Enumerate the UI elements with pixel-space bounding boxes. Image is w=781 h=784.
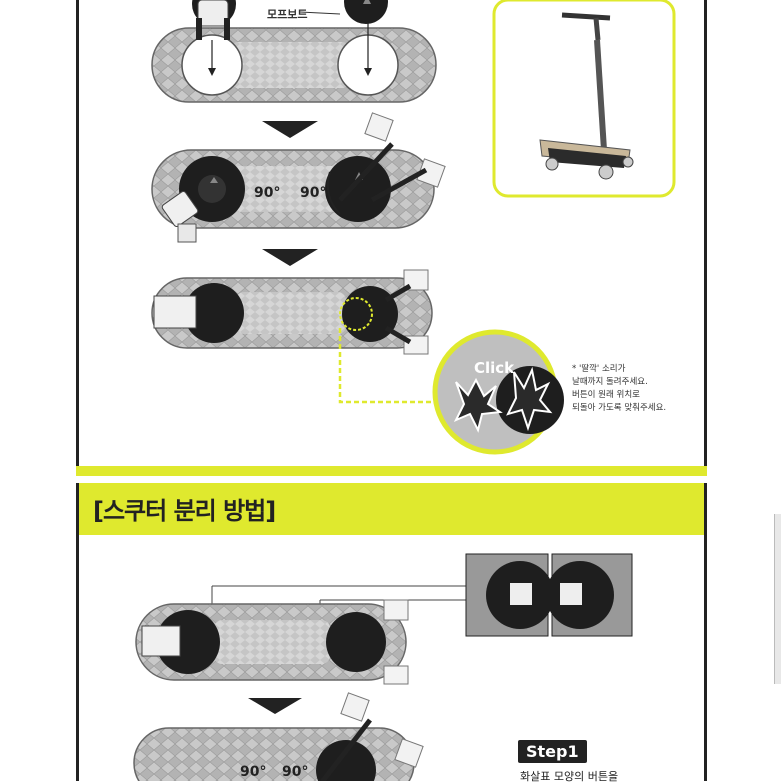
board-step-3 xyxy=(151,269,436,404)
arrow-down-icon xyxy=(262,121,318,138)
step-description: 화살표 모양의 버튼을 xyxy=(520,770,619,783)
note-line: * '딸깍' 소리가 xyxy=(572,364,626,374)
board-separate-step-2: 90° 90° xyxy=(133,692,424,781)
accent-band xyxy=(76,466,707,476)
click-note: * '딸깍' 소리가 날때까지 돌려주세요. 버튼이 원래 위치로 되돌아 가도… xyxy=(572,363,692,415)
angle-label-right: 90° xyxy=(282,764,308,780)
scrollbar[interactable] xyxy=(774,514,781,684)
board-step-2: 90° 90° xyxy=(151,112,446,243)
note-line: 되돌아 가도록 맞춰주세요. xyxy=(572,403,667,413)
arrow-down-icon xyxy=(248,698,302,714)
scooter-image xyxy=(492,0,676,198)
section-title: [스쿠터 분리 방법] xyxy=(93,497,276,525)
section-header: [스쿠터 분리 방법] xyxy=(76,483,707,535)
detail-photos xyxy=(211,553,633,637)
note-line: 날때까지 돌려주세요. xyxy=(572,377,648,387)
bottom-instruction-panel xyxy=(76,534,707,781)
angle-label-left: 90° xyxy=(240,764,266,780)
board-label: 모프보드 xyxy=(267,8,308,21)
angle-label-left: 90° xyxy=(254,185,280,201)
arrow-down-icon xyxy=(262,249,318,266)
note-line: 버튼이 원래 위치로 xyxy=(572,390,640,400)
angle-label-right: 90° xyxy=(300,185,326,201)
board-separate-step-1 xyxy=(135,599,409,685)
click-zoom-detail: Click xyxy=(432,329,564,455)
click-label: Click xyxy=(474,359,515,377)
board-step-1 xyxy=(151,0,437,103)
step-badge: Step1 xyxy=(518,740,587,763)
